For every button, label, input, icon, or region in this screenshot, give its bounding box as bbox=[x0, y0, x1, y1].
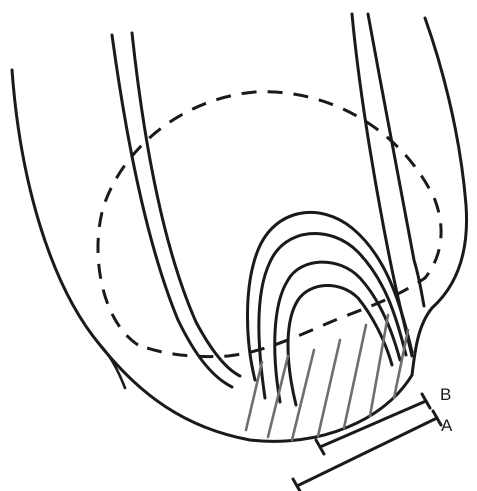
label-b: B bbox=[440, 386, 451, 403]
hatched-region bbox=[246, 315, 408, 440]
dimension-a bbox=[293, 411, 441, 491]
left-tube bbox=[112, 33, 240, 387]
label-a: A bbox=[441, 417, 452, 434]
